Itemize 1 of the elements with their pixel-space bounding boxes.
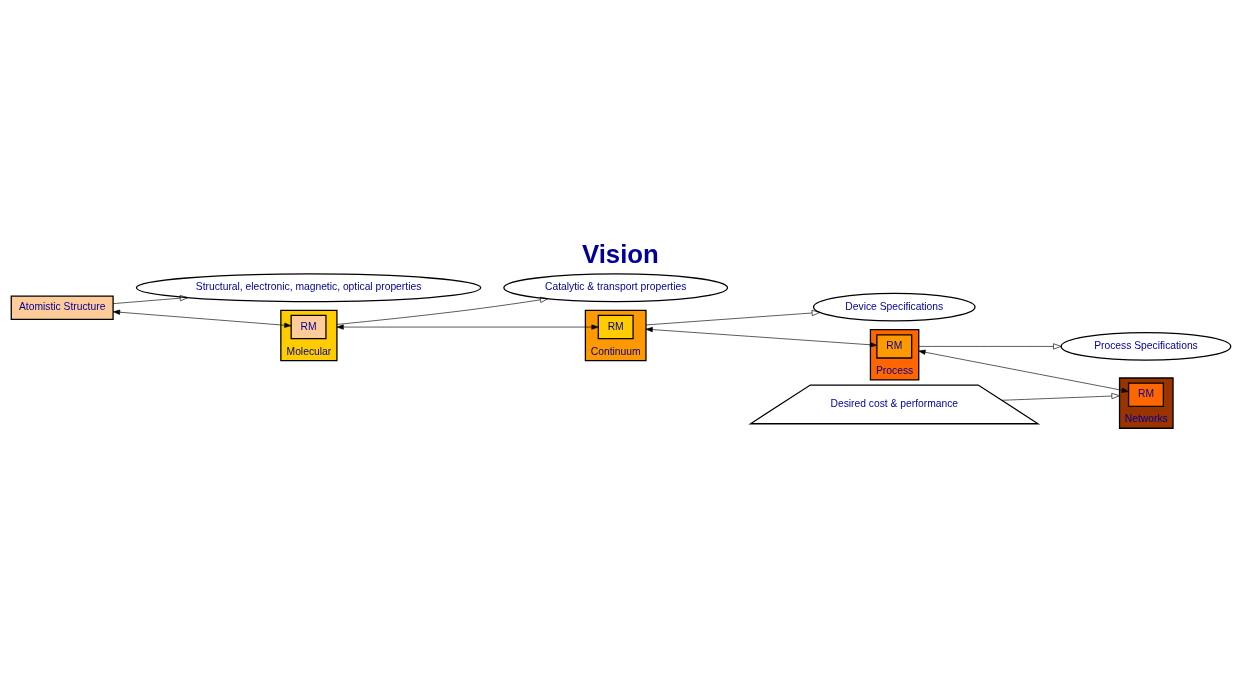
diagram-title: Vision: [582, 240, 659, 269]
